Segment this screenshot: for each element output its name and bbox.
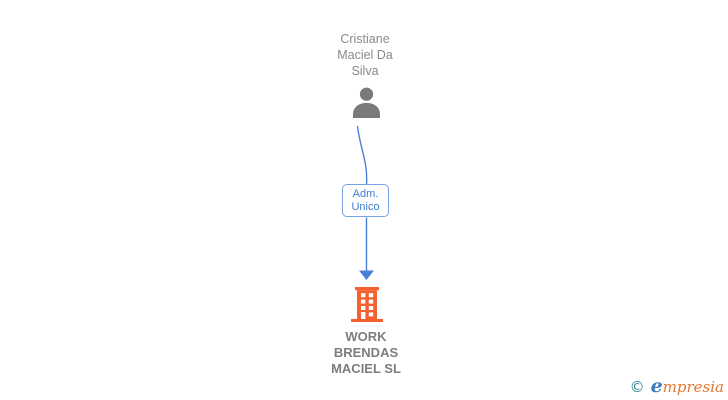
company-name[interactable]: WORK BRENDAS MACIEL SL — [331, 329, 401, 377]
edge-label-box: Adm. Unico — [342, 184, 389, 217]
person-icon[interactable] — [351, 87, 382, 118]
brand-initial: e — [650, 375, 663, 397]
person-name-line: Silva — [351, 64, 379, 78]
person-name-line: Maciel Da — [337, 48, 393, 62]
edge-label-line: Adm. — [352, 187, 379, 200]
office-building-icon[interactable] — [351, 287, 383, 322]
company-name-line: BRENDAS — [333, 345, 399, 360]
company-name-line: WORK — [345, 329, 387, 344]
empresia-logo[interactable]: © empresia — [630, 375, 724, 397]
edge-label-line: Unico — [351, 200, 380, 213]
brand-wordmark: empresia — [651, 375, 724, 397]
person-name-line: Cristiane — [340, 32, 390, 46]
person-name[interactable]: Cristiane Maciel Da Silva — [337, 31, 393, 79]
edge-curve — [356, 125, 368, 185]
brand-rest: mpresia — [662, 378, 724, 396]
company-name-line: MACIEL SL — [331, 361, 401, 376]
down-arrow-icon — [359, 270, 374, 280]
copyright-icon: © — [629, 378, 645, 396]
